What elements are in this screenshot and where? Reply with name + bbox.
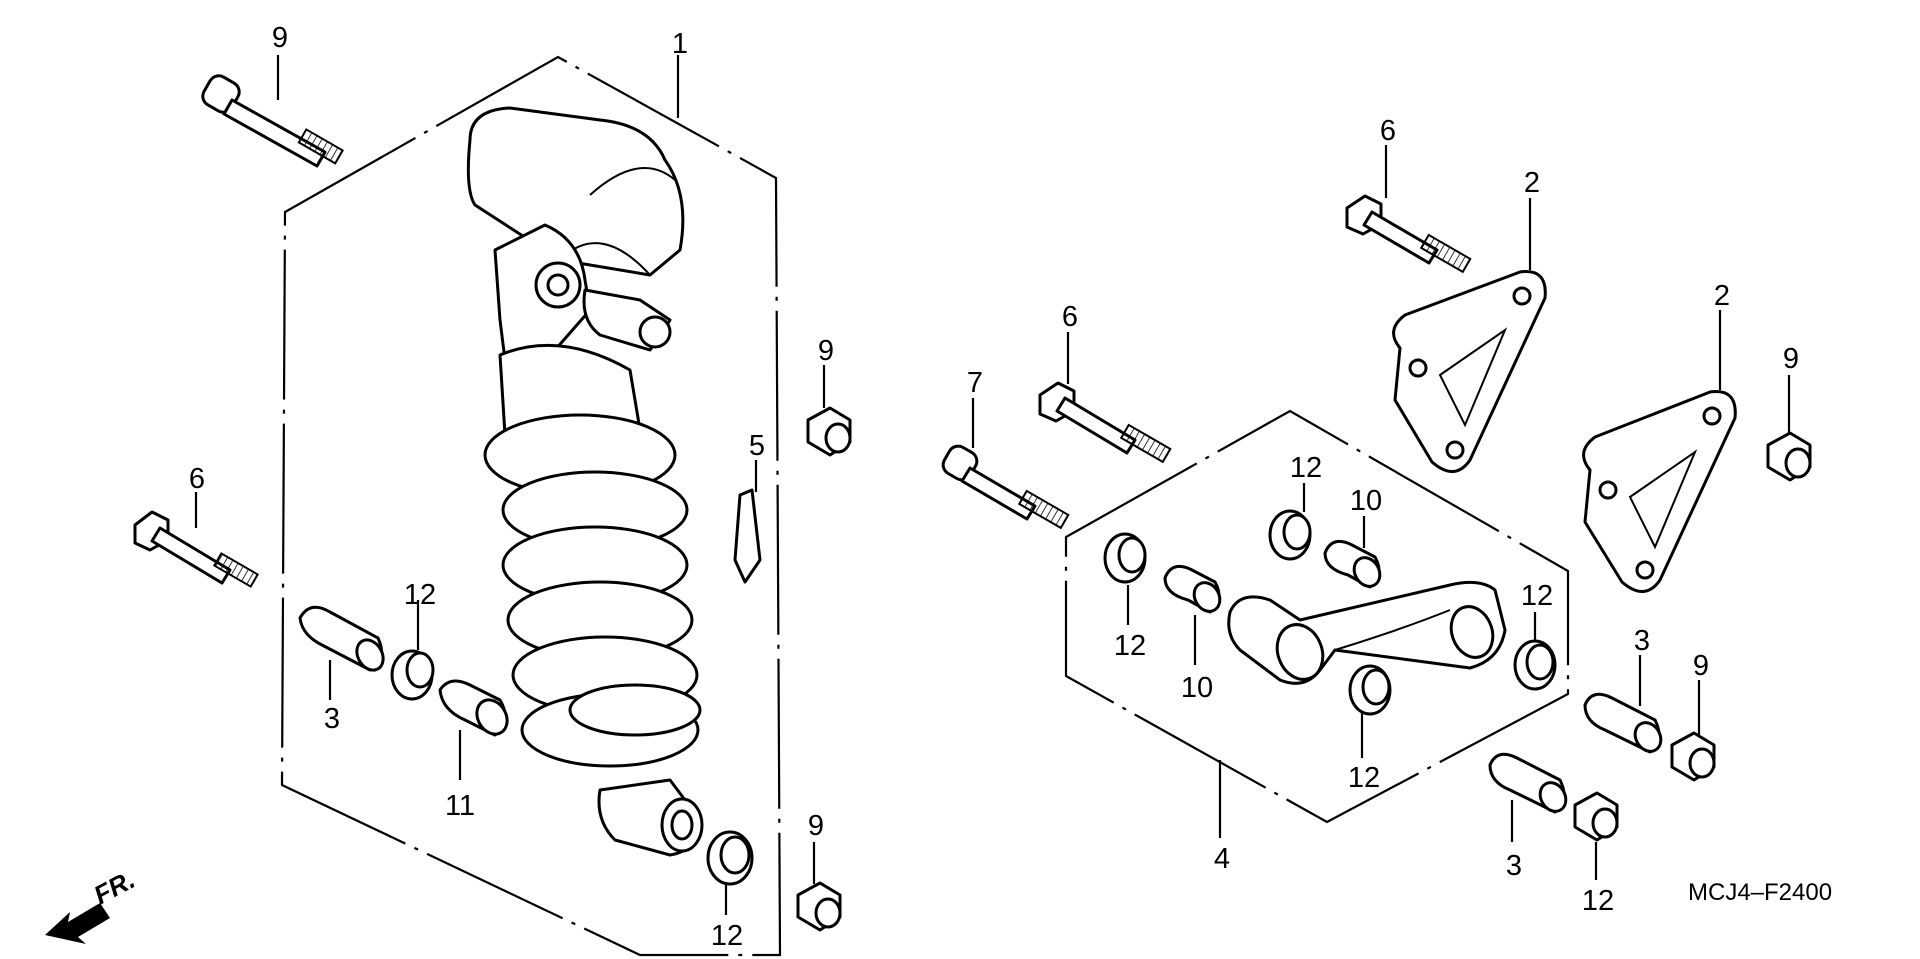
collar-part-3-right-lower[interactable] [1488, 752, 1571, 816]
front-direction-arrow-icon: FR. [45, 864, 140, 944]
nut-part-9-right-top[interactable] [1766, 431, 1812, 482]
nut-part-9-upper[interactable] [806, 406, 852, 457]
leader-lines [194, 55, 1791, 915]
dust-seal-part-12-link-left[interactable] [1103, 532, 1147, 584]
callout-part-6-right: 6 [1380, 115, 1396, 147]
collar-part-3-right-upper[interactable] [1583, 692, 1666, 756]
shock-assembly-outline [280, 55, 782, 957]
dust-seal-part-12-link-right[interactable] [1513, 639, 1557, 691]
callout-part-3-right-upper: 3 [1634, 625, 1650, 657]
shock-link-part-4[interactable] [1227, 580, 1507, 685]
link-assembly-outline [1064, 409, 1570, 824]
callout-part-12-link-top: 12 [1290, 452, 1322, 484]
callout-part-10-left: 10 [1181, 672, 1213, 704]
callout-part-12-link-bottom: 12 [1348, 762, 1380, 794]
callout-part-3-right-lower: 3 [1506, 850, 1522, 882]
callout-part-12-bottom: 12 [711, 920, 743, 952]
callout-part-12-link-left: 12 [1114, 630, 1146, 662]
callout-part-5: 5 [749, 430, 765, 462]
dust-seal-part-12-link-top[interactable] [1268, 509, 1312, 561]
bracket-part-2-left[interactable] [1392, 270, 1547, 473]
callout-part-10-right: 10 [1350, 485, 1382, 517]
callout-part-9-lower: 9 [808, 810, 824, 842]
callout-part-9-upper: 9 [818, 335, 834, 367]
callout-part-6-middle: 6 [1062, 301, 1078, 333]
callout-part-12-link-right: 12 [1521, 580, 1553, 612]
callout-part-9-right-middle: 9 [1693, 650, 1709, 682]
nut-part-9-lower[interactable] [796, 881, 842, 932]
collar-part-10-left[interactable] [1163, 564, 1225, 616]
callout-part-11: 11 [445, 790, 475, 822]
bolt-part-7[interactable] [940, 443, 1070, 530]
collar-part-10-right[interactable] [1323, 539, 1385, 591]
caution-label-part[interactable] [733, 488, 762, 584]
callout-part-4: 4 [1214, 843, 1230, 875]
callout-part-6-left: 6 [189, 463, 205, 495]
nut-part-9-right-bottom[interactable] [1573, 791, 1619, 842]
dust-seal-part-12-left[interactable] [390, 649, 435, 701]
callout-part-8: 9 [272, 22, 288, 54]
front-direction-label: FR. [89, 864, 140, 910]
bolt-part-6-middle[interactable] [1038, 381, 1172, 464]
callout-part-12-left: 12 [404, 579, 436, 611]
dust-seal-part-12-link-bottom[interactable] [1348, 664, 1392, 716]
callout-part-3-left: 3 [324, 703, 340, 735]
callout-part-9-right-bottom: 12 [1582, 885, 1614, 917]
callout-part-2-right: 2 [1714, 280, 1730, 312]
bolt-part-8[interactable] [199, 72, 345, 168]
callout-part-2-left: 2 [1524, 167, 1540, 199]
rear-shock-absorber[interactable] [466, 106, 704, 857]
callout-part-1: 1 [672, 28, 688, 60]
dust-seal-part-12-bottom[interactable] [706, 830, 754, 886]
callout-part-9-right-top: 9 [1783, 343, 1799, 375]
callout-part-7: 7 [967, 367, 983, 399]
bracket-part-2-right[interactable] [1582, 390, 1737, 593]
bolt-part-6-right[interactable] [1345, 194, 1472, 274]
bolt-part-6-left[interactable] [133, 510, 260, 588]
collar-part-3-left[interactable] [298, 605, 388, 675]
diagram-code: MCJ4–F2400 [1688, 879, 1832, 906]
callout-labels: 9 1 6 12 3 11 5 9 9 12 6 7 6 2 2 9 12 10… [189, 22, 1799, 952]
needle-bearing-part-11[interactable] [438, 679, 513, 740]
nut-part-9-right-middle[interactable] [1670, 731, 1716, 782]
